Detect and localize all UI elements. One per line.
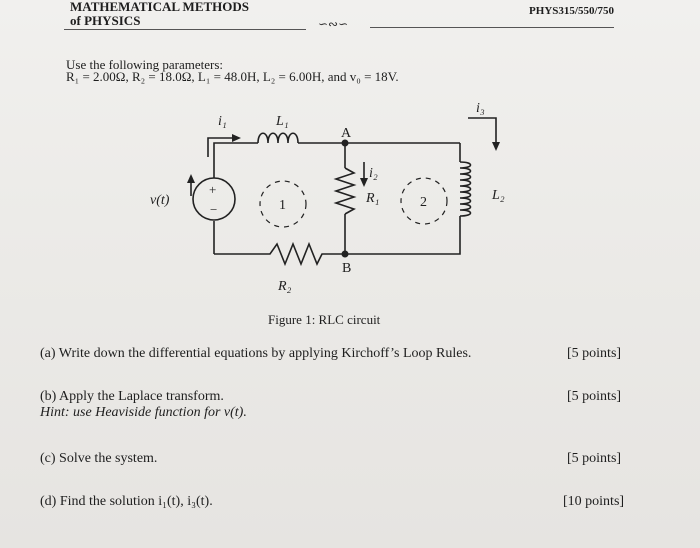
question-d: (d) Find the solution i₁(t), i₃(t). — [40, 494, 213, 509]
label-i3: i₃ — [476, 101, 485, 116]
inductor-L1 — [257, 132, 299, 144]
wire-top-left — [213, 142, 258, 178]
course-code: PHYS315/550/750 — [529, 5, 614, 17]
loop-2-indicator — [400, 177, 448, 225]
question-b-hint: Hint: use Heaviside function for v(t). — [40, 405, 247, 420]
wire-right-bottom — [330, 216, 461, 255]
label-loop-1: 1 — [279, 198, 286, 213]
label-L1: L₁ — [275, 114, 289, 129]
i3-arrow — [468, 117, 497, 142]
question-b-points: [5 points] — [567, 389, 622, 404]
node-A-dot — [341, 139, 349, 147]
figure-caption: Figure 1: RLC circuit — [268, 312, 381, 327]
label-i1: i₁ — [218, 114, 227, 129]
node-B-dot — [341, 250, 349, 258]
inductor-L2 — [459, 161, 472, 217]
label-node-A: A — [341, 126, 352, 141]
header-rule-right — [370, 27, 614, 28]
parameters-intro: Use the following parameters: — [66, 57, 224, 72]
question-c-points: [5 points] — [567, 451, 622, 466]
question-a-points: [5 points] — [567, 346, 622, 361]
header-rule-left — [64, 29, 306, 30]
label-L2: L₂ — [491, 188, 505, 203]
i1-arrow — [207, 137, 232, 157]
resistor-R1 — [333, 167, 357, 215]
label-R2: R₂ — [277, 279, 292, 294]
course-title-line1: MATHEMATICAL METHODS — [70, 0, 250, 14]
course-title: MATHEMATICAL METHODS of PHYSICS — [70, 0, 249, 28]
i1-arrowhead — [232, 134, 241, 142]
label-source-voltage: v(t) — [150, 193, 170, 208]
label-loop-2: 2 — [420, 195, 427, 210]
question-c: (c) Solve the system. — [40, 451, 158, 466]
parameters-values: R₁ = 2.00Ω, R₂ = 18.0Ω, L₁ = 48.0H, L₂ =… — [66, 69, 399, 84]
course-title-line2: of PHYSICS — [70, 13, 141, 28]
question-a: (a) Write down the differential equation… — [40, 346, 472, 361]
header-ornament: ∽∾∽ — [318, 17, 349, 31]
label-plus: + — [209, 182, 216, 197]
i3-arrowhead — [492, 142, 500, 151]
loop-1-indicator — [259, 180, 307, 228]
label-i2: i₂ — [369, 166, 378, 181]
label-R1: R₁ — [365, 191, 379, 206]
label-minus: − — [210, 202, 217, 217]
voltage-source — [192, 177, 236, 221]
resistor-R2 — [214, 241, 330, 267]
label-node-B: B — [342, 261, 351, 276]
v-arrowhead — [187, 174, 195, 183]
question-b: (b) Apply the Laplace transform. — [40, 389, 224, 404]
i2-arrowhead — [360, 178, 368, 187]
question-d-points: [10 points] — [563, 494, 625, 509]
